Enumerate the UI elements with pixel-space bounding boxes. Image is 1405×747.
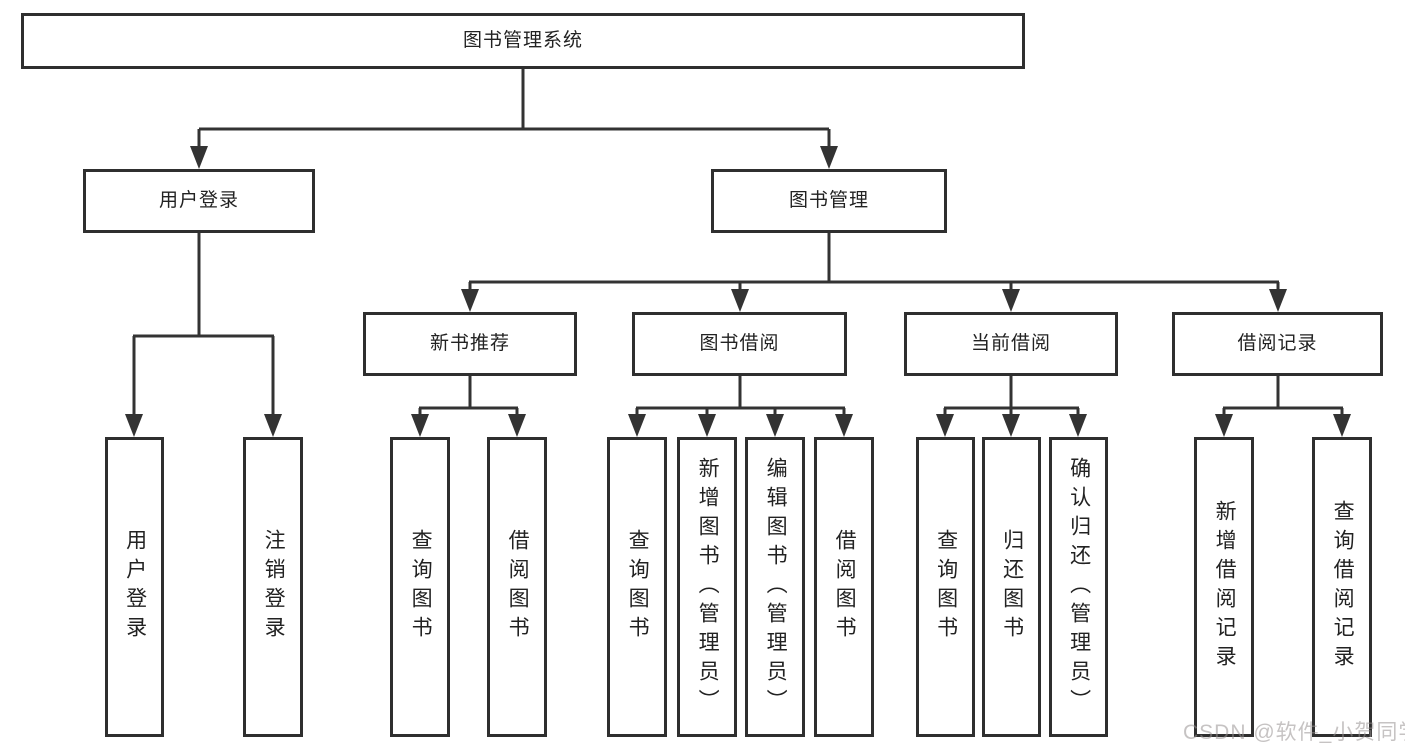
leaf-label: 确认归还（管理员）	[1067, 456, 1091, 718]
leaf-query-books-2: 查询图书	[607, 437, 667, 737]
node-book-management: 图书管理	[711, 169, 947, 233]
leaf-borrow-books-2: 借阅图书	[814, 437, 874, 737]
leaf-logout: 注销登录	[243, 437, 303, 737]
leaf-label: 查询图书	[934, 529, 958, 645]
leaf-confirm-return-admin: 确认归还（管理员）	[1049, 437, 1108, 737]
node-label: 新书推荐	[429, 332, 510, 354]
leaf-add-book-admin: 新增图书（管理员）	[677, 437, 737, 737]
leaf-label: 归还图书	[1000, 529, 1024, 645]
node-new-book-recommend: 新书推荐	[363, 312, 577, 376]
node-label: 图书管理	[788, 189, 869, 211]
leaf-label: 新增借阅记录	[1213, 500, 1237, 674]
leaf-label: 注销登录	[262, 529, 286, 645]
node-label: 图书管理系统	[462, 29, 583, 51]
node-label: 用户登录	[158, 189, 239, 211]
leaf-query-books-1: 查询图书	[390, 437, 450, 737]
leaf-label: 查询图书	[409, 529, 433, 645]
leaf-query-books-3: 查询图书	[916, 437, 975, 737]
node-label: 借阅记录	[1237, 332, 1318, 354]
leaf-label: 借阅图书	[833, 529, 857, 645]
leaf-user-login: 用户登录	[105, 437, 164, 737]
node-user-login: 用户登录	[83, 169, 315, 233]
node-book-management-system: 图书管理系统	[21, 13, 1025, 69]
node-label: 图书借阅	[699, 332, 780, 354]
leaf-borrow-books-1: 借阅图书	[487, 437, 547, 737]
node-label: 当前借阅	[970, 332, 1051, 354]
node-current-borrow: 当前借阅	[904, 312, 1118, 376]
leaf-label: 借阅图书	[506, 529, 530, 645]
leaf-return-book: 归还图书	[982, 437, 1041, 737]
leaf-label: 查询图书	[626, 529, 650, 645]
leaf-label: 编辑图书（管理员）	[764, 456, 788, 718]
leaf-add-borrow-record: 新增借阅记录	[1194, 437, 1254, 737]
watermark-text: CSDN @软件_小贺同学	[1183, 721, 1405, 744]
leaf-label: 用户登录	[123, 529, 147, 645]
node-book-borrow: 图书借阅	[632, 312, 847, 376]
node-borrow-records: 借阅记录	[1172, 312, 1383, 376]
leaf-label: 查询借阅记录	[1331, 500, 1355, 674]
leaf-edit-book-admin: 编辑图书（管理员）	[745, 437, 805, 737]
leaf-label: 新增图书（管理员）	[696, 456, 720, 718]
leaf-query-borrow-record: 查询借阅记录	[1312, 437, 1372, 737]
